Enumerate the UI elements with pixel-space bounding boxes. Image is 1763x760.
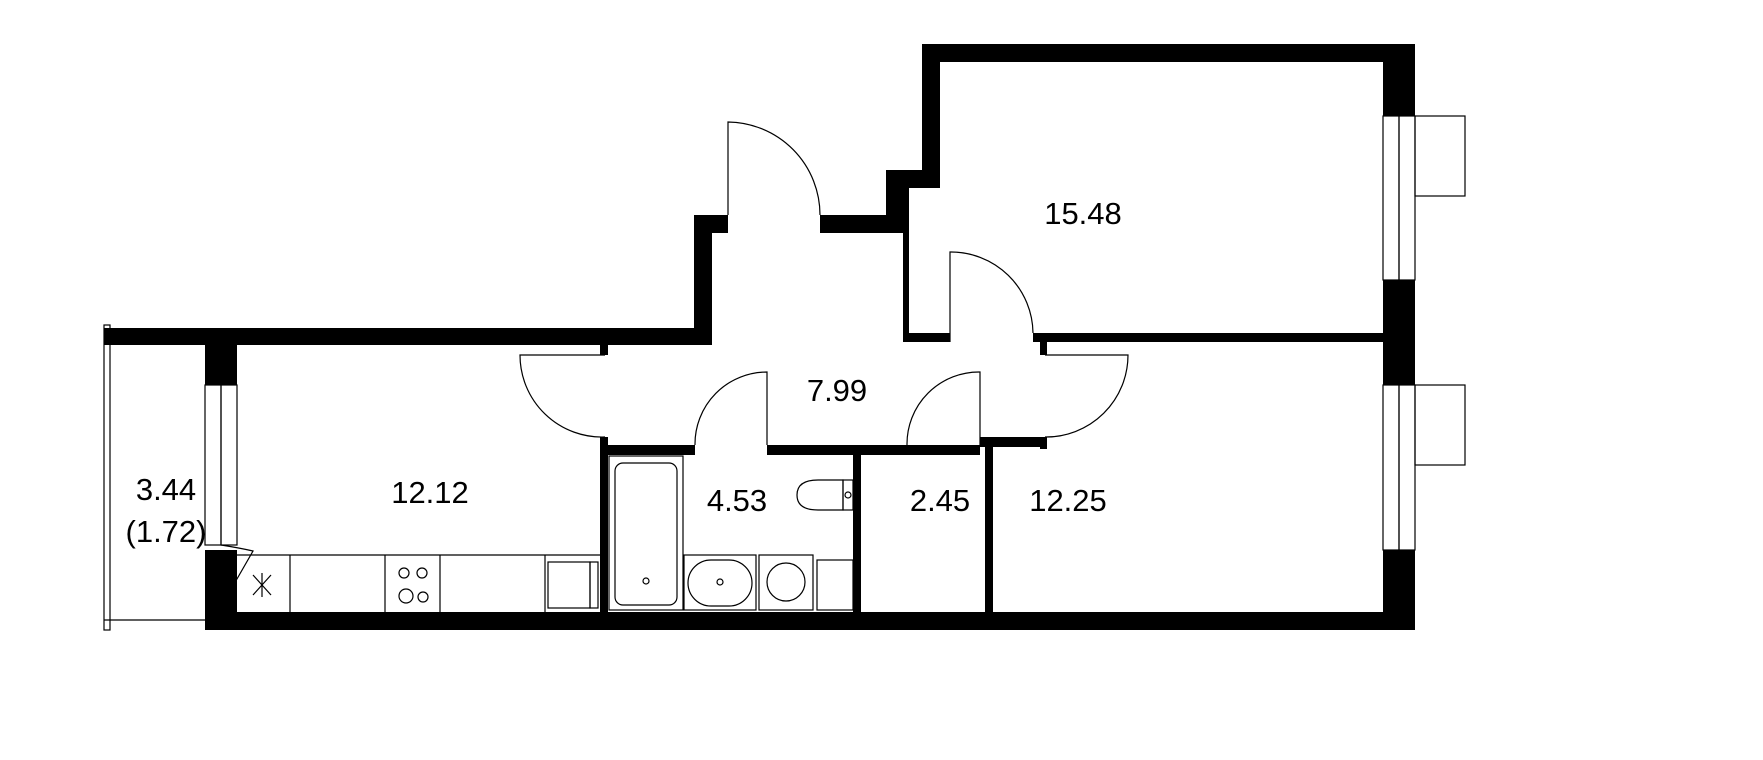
balcony-door [217,544,254,613]
windows-and-balcony [103,115,1466,631]
washbasin-icon [687,559,753,607]
walls [104,44,1415,630]
entry-door [727,121,821,216]
kitchen-door [519,354,606,438]
toilet-icon [796,479,844,511]
stove-icon [398,567,429,604]
bathroom-fixtures [608,455,854,611]
doors [217,121,1129,613]
room-area-bedroom-1: 15.48 [1044,196,1122,231]
kitchen-furniture [237,554,600,612]
bedroom-1-door [949,251,1034,342]
sink-icon [547,561,591,609]
room-area-bedroom-2: 12.25 [1029,483,1107,518]
room-area-storage: 2.45 [910,483,970,518]
washing-machine-icon [758,554,814,611]
room-area-bathroom: 4.53 [707,483,767,518]
fridge-snowflake-icon [252,573,272,597]
room-area-kitchen: 12.12 [391,475,469,510]
room-labels: 15.48 7.99 12.12 4.53 2.45 12.25 3.44 (1… [126,196,1122,549]
bedroom-2-door [1044,354,1129,438]
bathroom-door [694,371,768,446]
room-area-balcony-reduced: (1.72) [126,514,207,549]
bathtub-icon [608,455,684,611]
storage-door [906,371,981,446]
room-area-balcony: 3.44 [136,472,196,507]
room-area-hallway: 7.99 [807,373,867,408]
